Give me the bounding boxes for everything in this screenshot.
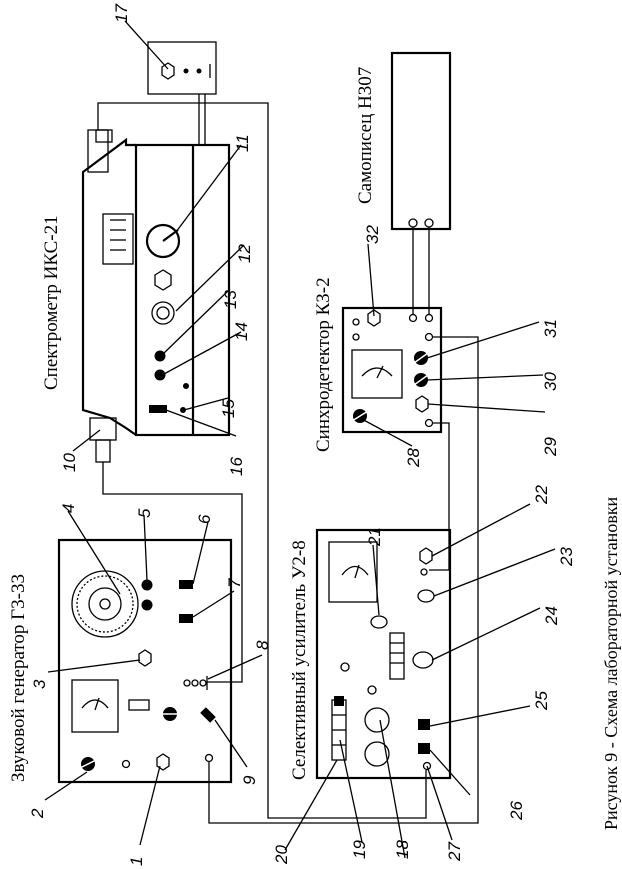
part-label-29: 29 bbox=[541, 437, 560, 457]
recorder-box bbox=[390, 51, 452, 231]
part-label-7: 7 bbox=[225, 578, 244, 588]
wire-generator-synchrodetector bbox=[208, 336, 479, 824]
selective-amplifier: Селективный усилитель У2-8 bbox=[289, 528, 452, 780]
part-label-31: 31 bbox=[541, 319, 560, 338]
synchrodetector-meter bbox=[351, 349, 403, 399]
module-17-box bbox=[147, 41, 217, 95]
part-label-30: 30 bbox=[541, 372, 560, 391]
wire-source-generator bbox=[102, 462, 243, 683]
part-label-32: 32 bbox=[363, 225, 382, 244]
part-numbers: 1 2 3 4 5 6 7 8 9 10 11 12 13 14 15 16 1… bbox=[28, 4, 576, 866]
part-label-28: 28 bbox=[404, 448, 423, 468]
part-label-14: 14 bbox=[232, 322, 251, 341]
knob-5 bbox=[141, 579, 153, 591]
generator-box bbox=[57, 538, 233, 784]
leader-lines bbox=[44, 20, 556, 859]
figure-caption: Рисунок 9 - Схема лабораторной установки bbox=[601, 496, 621, 830]
part-label-20: 20 bbox=[272, 845, 291, 865]
spectrometer-body bbox=[81, 137, 137, 436]
spectrometer: Спектрометр ИКС-21 bbox=[41, 129, 231, 463]
wavelength-dial bbox=[145, 223, 181, 259]
part-label-10: 10 bbox=[60, 453, 79, 472]
part-label-19: 19 bbox=[350, 840, 369, 859]
part-label-23: 23 bbox=[557, 547, 576, 567]
part-label-13: 13 bbox=[221, 290, 240, 309]
spectrometer-label: Спектрометр ИКС-21 bbox=[41, 215, 62, 390]
part-label-12: 12 bbox=[235, 244, 254, 263]
wire-amplifier-synchrodetector bbox=[429, 422, 450, 571]
part-label-25: 25 bbox=[532, 691, 551, 711]
recorder: Самописец Н307 bbox=[355, 51, 452, 231]
amplifier-label: Селективный усилитель У2-8 bbox=[289, 540, 310, 780]
sound-generator: Звуковой генератор Г3-33 bbox=[8, 538, 233, 784]
part-label-27: 27 bbox=[445, 842, 464, 862]
generator-meter bbox=[71, 679, 119, 733]
wire-spectrometer-detector-amplifier bbox=[97, 102, 427, 819]
amplifier-box bbox=[315, 528, 452, 780]
generator-label: Звуковой генератор Г3-33 bbox=[8, 574, 29, 782]
spectrometer-front-panel bbox=[134, 143, 231, 437]
connections bbox=[97, 102, 479, 824]
part-label-24: 24 bbox=[542, 606, 561, 626]
part-label-18: 18 bbox=[393, 840, 412, 859]
part-label-5: 5 bbox=[135, 508, 154, 518]
part-label-11: 11 bbox=[233, 134, 252, 152]
part-label-9: 9 bbox=[240, 775, 259, 785]
part-label-2: 2 bbox=[28, 808, 47, 819]
recorder-label: Самописец Н307 bbox=[355, 67, 376, 204]
switch-6 bbox=[179, 580, 193, 589]
part-label-1: 1 bbox=[127, 857, 146, 866]
part-label-3: 3 bbox=[30, 679, 49, 689]
switch-7 bbox=[179, 614, 193, 623]
part-label-8: 8 bbox=[253, 640, 272, 650]
part-label-6: 6 bbox=[195, 514, 214, 524]
part-label-26: 26 bbox=[507, 801, 526, 821]
synchrodetector: Синхродетектор КЗ-2 bbox=[313, 277, 443, 452]
knob-3 bbox=[138, 649, 152, 667]
amplifier-meter bbox=[328, 541, 378, 603]
part-label-16: 16 bbox=[227, 457, 246, 476]
part-label-4: 4 bbox=[59, 504, 78, 513]
part-label-15: 15 bbox=[219, 399, 238, 418]
part-label-21: 21 bbox=[365, 527, 384, 547]
part-label-22: 22 bbox=[532, 485, 551, 505]
frequency-dial bbox=[71, 570, 139, 638]
synchrodetector-box bbox=[341, 306, 443, 434]
source-connector bbox=[89, 417, 117, 441]
synchrodetector-label: Синхродетектор КЗ-2 bbox=[313, 277, 334, 452]
knob-4 bbox=[141, 599, 153, 611]
part-label-17: 17 bbox=[112, 4, 131, 23]
